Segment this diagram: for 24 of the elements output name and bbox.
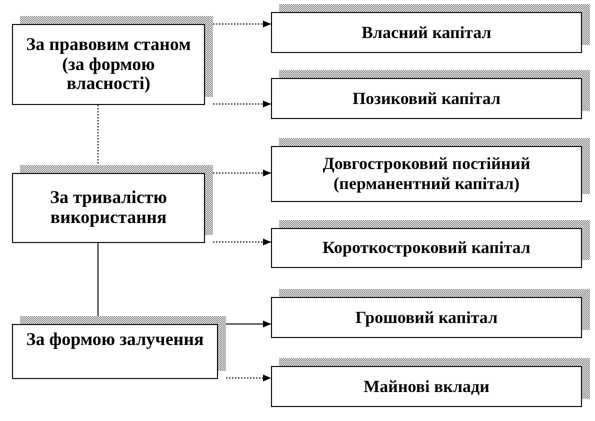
capital-type-box <box>271 138 590 202</box>
capital-type-label: Власний капітал <box>362 22 492 42</box>
classification-label: За формою залучення <box>26 330 204 350</box>
capital-type-label: Довгостроковий постійний (перманентний капітал) <box>322 154 532 194</box>
capital-type-label: Короткостроковий капітал <box>322 238 530 258</box>
arrow <box>226 374 272 382</box>
capital-type-box <box>271 289 590 338</box>
capital-type-box <box>271 358 590 407</box>
classification-box <box>12 316 226 379</box>
arrow <box>226 320 272 328</box>
arrow <box>212 170 272 176</box>
capital-type-box <box>271 70 590 119</box>
capital-type-label: Майнові вклади <box>364 376 490 396</box>
classification-label: За тривалістю використання <box>48 188 168 228</box>
capital-type-label: Позиковий капітал <box>352 88 501 108</box>
capital-type-box <box>271 220 590 268</box>
capital-type-label: Грошовий капітал <box>355 308 498 328</box>
arrow <box>212 238 272 246</box>
classification-box <box>12 16 213 105</box>
classification-box <box>12 165 213 243</box>
classification-label: За правовим станом (за формою власності) <box>26 34 191 94</box>
arrow <box>212 100 272 108</box>
arrow <box>212 20 272 28</box>
capital-type-box <box>271 4 590 53</box>
